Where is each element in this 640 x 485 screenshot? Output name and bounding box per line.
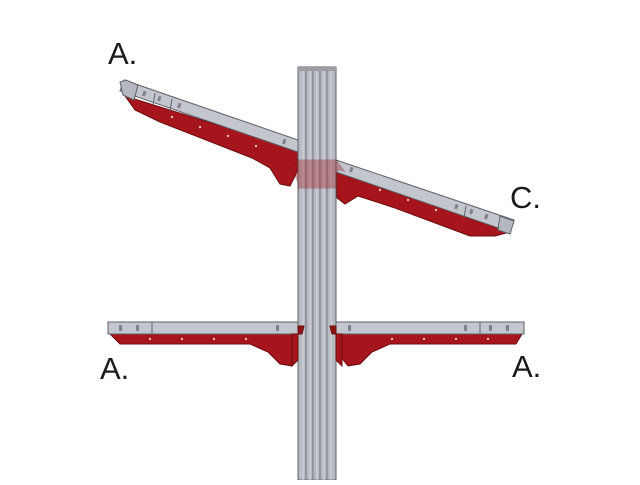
upper-right-arm-holes	[378, 188, 438, 212]
upper-left-arm-holes	[170, 115, 258, 148]
upper-right-arm	[335, 159, 515, 237]
lower-right-arm-bracket	[335, 333, 523, 367]
upper-clamp	[289, 159, 346, 189]
label-top-right: C.	[510, 180, 541, 215]
upper-right-arm-endcap	[497, 215, 515, 235]
upper-left-arm-slots	[142, 90, 287, 145]
lower-left-arm-slots	[119, 325, 279, 331]
lower-right-arm-rail	[335, 321, 525, 335]
upper-right-arm-bracket	[335, 171, 512, 237]
lower-right-arm-slots	[348, 325, 509, 331]
upper-right-arm-slots	[349, 166, 489, 220]
lower-right-arm	[335, 321, 525, 367]
post-grooves	[305, 68, 328, 480]
center-post	[297, 66, 337, 481]
upper-left-arm-endcap	[119, 79, 139, 101]
lower-left-arm	[107, 321, 299, 367]
label-bottom-left: A.	[100, 351, 130, 386]
lower-right-arm-holes	[390, 337, 490, 341]
lower-left-arm-holes	[148, 337, 248, 341]
label-top-left: A.	[108, 36, 138, 71]
lower-left-arm-bracket	[108, 333, 299, 367]
label-bottom-right: A.	[512, 349, 542, 384]
lower-clamp	[291, 325, 343, 368]
upper-left-arm	[119, 79, 299, 187]
